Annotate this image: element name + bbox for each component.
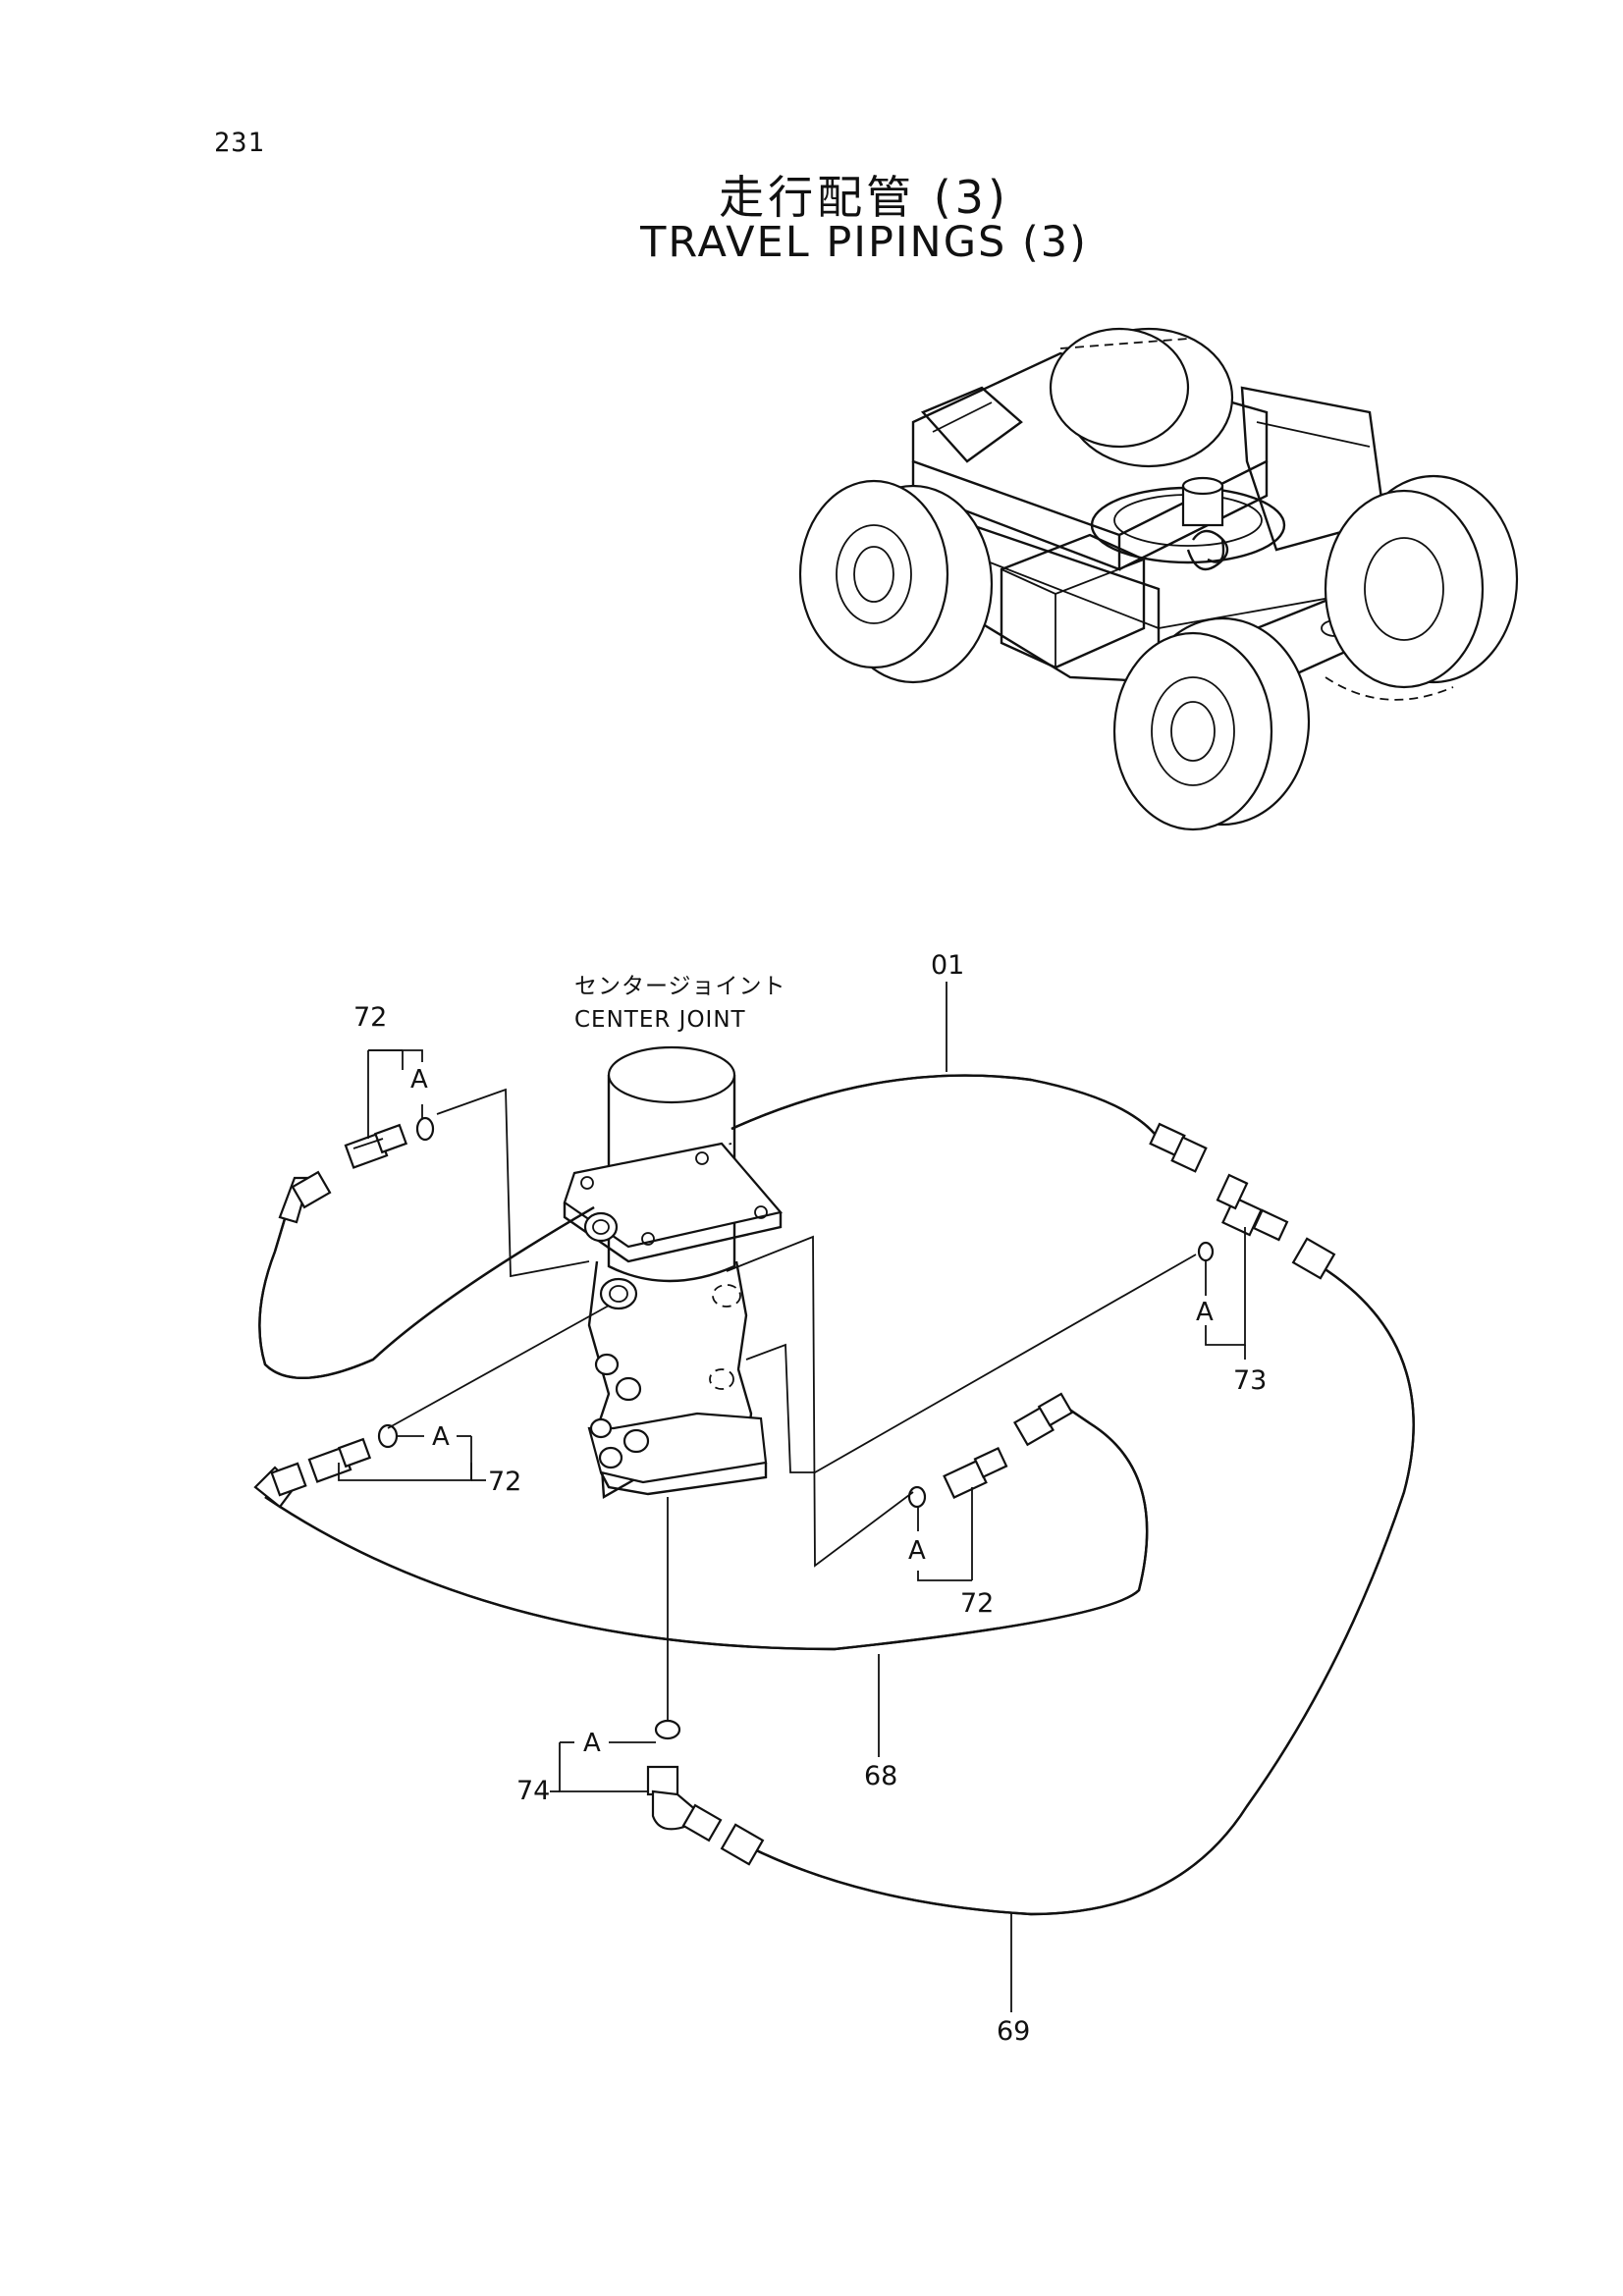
callout-69: 69: [997, 2016, 1030, 2047]
fitting-72-left: [307, 1423, 399, 1483]
center-joint: [563, 1045, 784, 1499]
wheel-front-left: [798, 479, 994, 684]
label-a-left: A: [432, 1422, 450, 1452]
page-title-japanese: 走行配管 (3): [719, 171, 1009, 224]
callout-01: 01: [931, 950, 964, 981]
hose-68: [253, 1392, 1149, 1651]
page-number: 231: [214, 128, 265, 158]
fitting-72-right: [907, 1446, 1008, 1509]
label-a-74: A: [583, 1729, 601, 1758]
hose-upper-left: [258, 1170, 595, 1379]
page-title-english: TRAVEL PIPINGS (3): [640, 218, 1088, 267]
hose-01: [730, 1074, 1208, 1173]
wheel-front-right: [1112, 616, 1311, 831]
callout-72-top: 72: [353, 1002, 387, 1033]
undercarriage-overview: [798, 327, 1519, 831]
label-a-73: A: [1196, 1298, 1214, 1327]
fitting-74: [646, 1719, 723, 1842]
callout-74: 74: [516, 1776, 550, 1806]
wheel-rear-right: [1324, 474, 1519, 689]
callout-68: 68: [864, 1761, 897, 1791]
callout-72-right: 72: [960, 1588, 994, 1619]
label-a-top: A: [410, 1065, 428, 1095]
component-label-japanese: センタージョイント: [574, 974, 786, 999]
hose-69: [720, 1237, 1415, 1916]
wheel-rear-left: [1049, 327, 1234, 468]
fitting-72-top: [344, 1116, 435, 1169]
callout-72-left: 72: [488, 1467, 521, 1497]
component-label-english: CENTER JOINT: [574, 1007, 746, 1033]
callout-73: 73: [1233, 1365, 1267, 1396]
label-a-right: A: [908, 1536, 926, 1566]
fitting-73: [1197, 1173, 1289, 1262]
leader-lines: [338, 982, 1246, 2012]
